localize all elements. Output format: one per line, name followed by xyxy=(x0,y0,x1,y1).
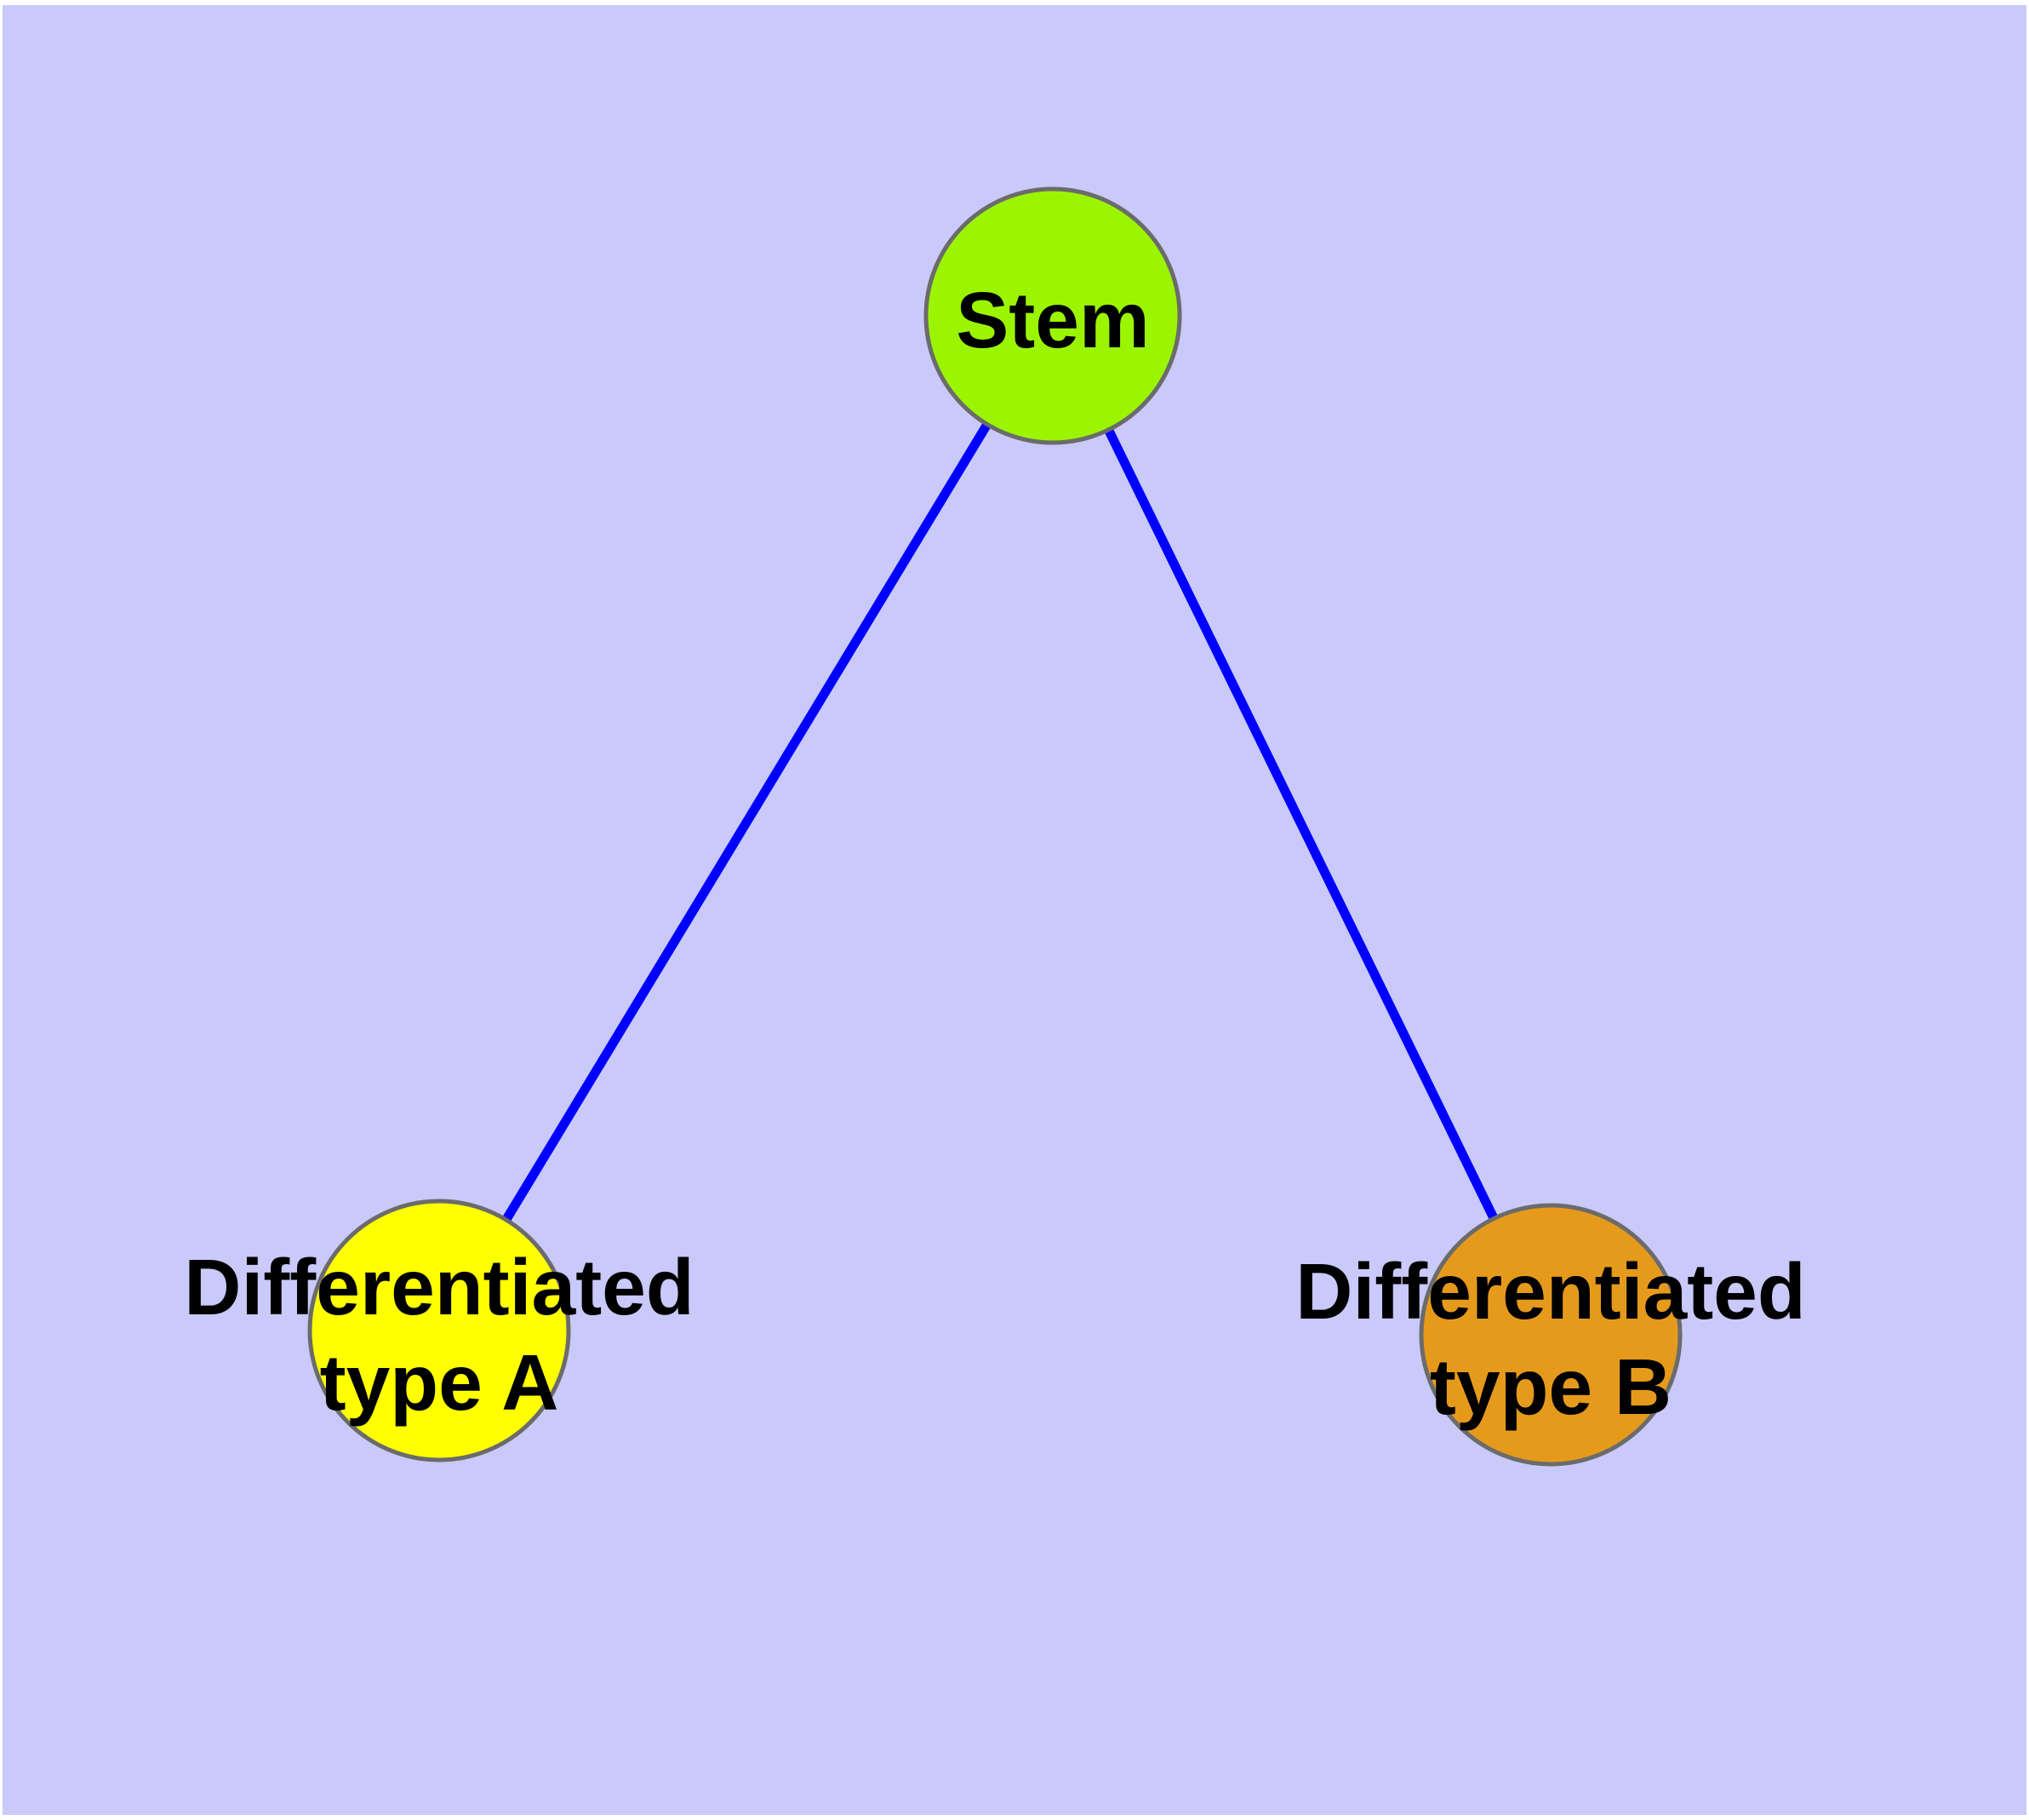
node-label-diff-a-line-1: type A xyxy=(320,1338,559,1427)
edges-layer xyxy=(435,313,1555,1337)
node-label-diff-a-line-0: Differentiated xyxy=(184,1243,694,1331)
node-label-stem-line-0: Stem xyxy=(956,276,1149,364)
node-label-diff-b-line-1: type B xyxy=(1430,1342,1672,1431)
node-label-diff-b-line-0: Differentiated xyxy=(1295,1247,1805,1336)
node-circle-diff-a xyxy=(307,1199,571,1462)
edge-line-stem-diff-b xyxy=(1049,313,1555,1337)
node-circle-stem xyxy=(923,186,1182,445)
node-circle-diff-b xyxy=(1419,1203,1683,1467)
edge-line-stem-diff-a xyxy=(435,313,1057,1333)
nodes-layer xyxy=(307,186,1683,1467)
